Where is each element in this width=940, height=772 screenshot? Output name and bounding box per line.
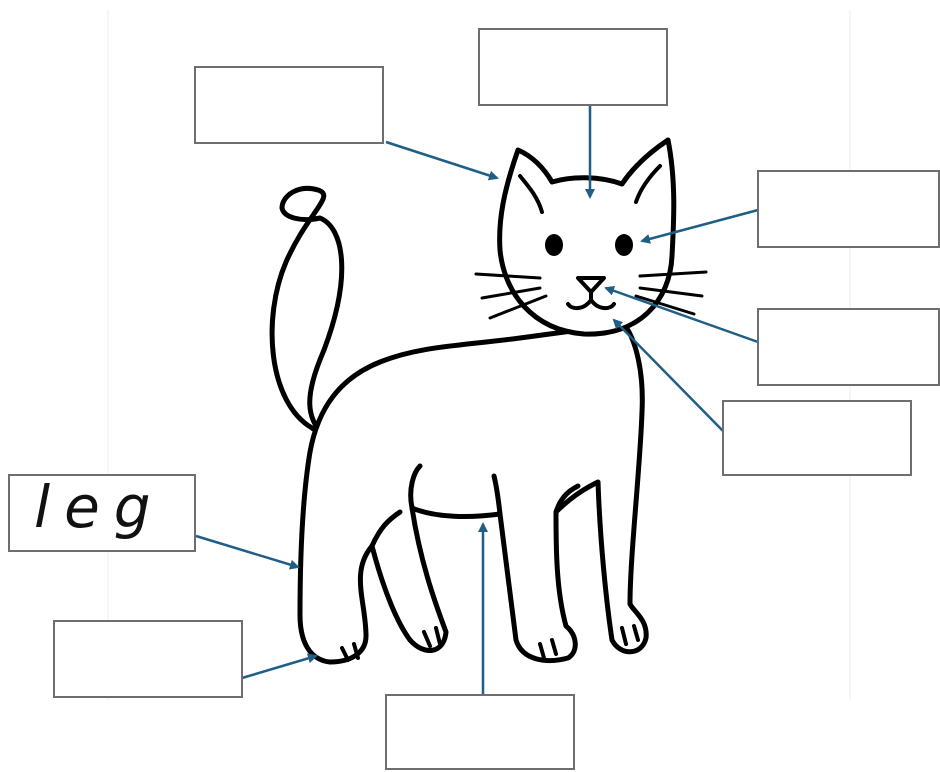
arrow-eye <box>640 208 759 244</box>
cat-inner-leg-line-4 <box>369 509 403 549</box>
cat-head <box>497 137 677 337</box>
pointer-arrows <box>195 106 759 694</box>
label-box-eye[interactable] <box>757 170 940 248</box>
cat-inner-leg-line-3 <box>553 483 581 515</box>
cat-inner-ear-left <box>518 174 544 214</box>
cat-eye-left <box>545 234 563 256</box>
label-box-paw[interactable] <box>53 620 243 698</box>
cat-tail <box>269 186 345 439</box>
arrow-nose <box>604 285 759 344</box>
cat-illustration <box>269 137 708 665</box>
cat-whiskers <box>474 270 708 320</box>
label-box-head[interactable] <box>478 28 668 106</box>
cat-inner-ear-right <box>634 164 662 204</box>
cat-nose <box>576 276 606 294</box>
cat-eye-right <box>615 234 633 256</box>
arrow-ear <box>385 140 499 181</box>
label-leg-text: leg <box>34 473 165 541</box>
cat-toes <box>340 624 640 662</box>
arrow-mouth <box>612 318 725 433</box>
label-box-leg[interactable]: leg <box>8 474 196 552</box>
label-box-mouth[interactable] <box>722 400 912 476</box>
cat-inner-leg-line-1 <box>408 463 423 511</box>
cat-inner-leg-line-2 <box>491 473 503 517</box>
arrow-leg <box>195 534 300 570</box>
label-box-body[interactable] <box>385 694 575 770</box>
label-box-nose[interactable] <box>757 308 940 386</box>
cat-body <box>297 321 649 665</box>
cat-mouth <box>566 290 616 311</box>
label-box-ear[interactable] <box>194 66 384 144</box>
arrow-paw <box>241 653 318 680</box>
